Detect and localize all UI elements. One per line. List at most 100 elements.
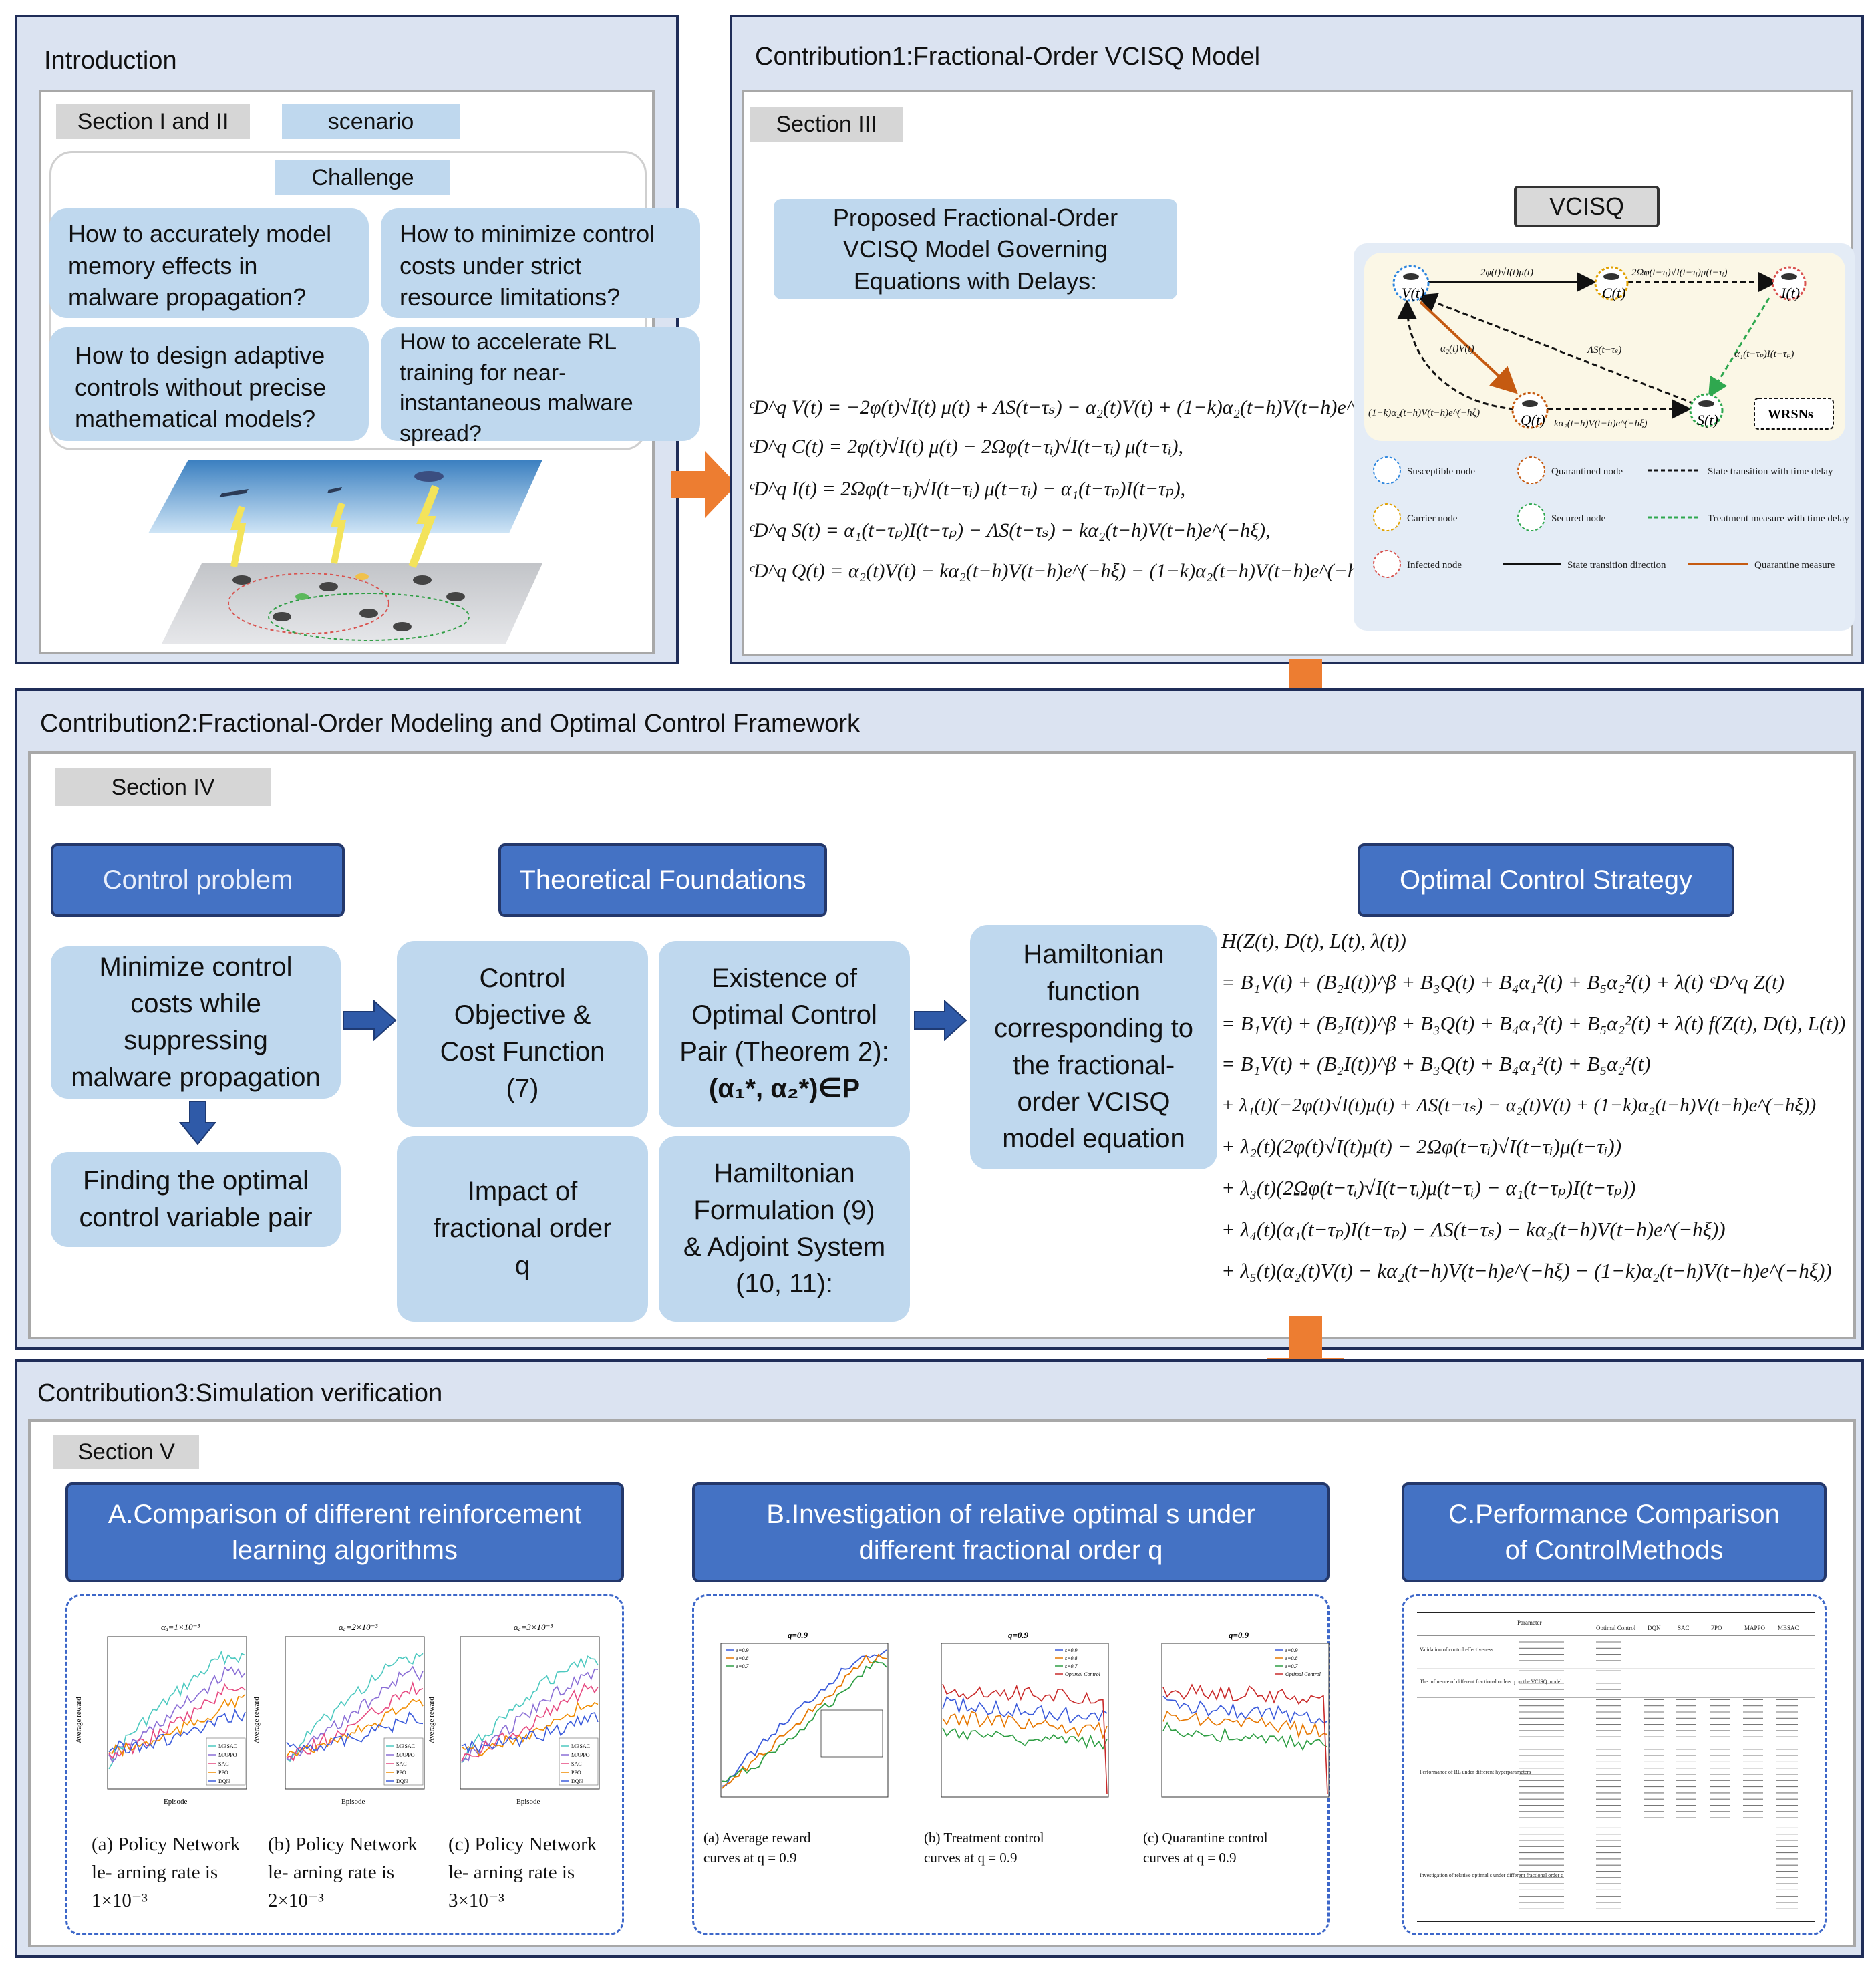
th-mappo: MAPPO — [1744, 1625, 1766, 1631]
frac-legend-2-1: s=0.9 — [1065, 1647, 1078, 1653]
control-problem-header: Control problem — [51, 843, 345, 917]
intro-inner: Section I and II scenario Challenge How … — [39, 90, 700, 654]
frac-control-3-1 — [1162, 1695, 1328, 1724]
node-I-label: I(t) — [1780, 285, 1800, 301]
comparison-table: Parameter Optimal Control DQN SAC PPO MA… — [1417, 1612, 1815, 1922]
rl-legend-1-5: DQN — [218, 1778, 230, 1784]
legend-susceptible: Susceptible node — [1407, 466, 1475, 477]
rl-legend-2-4: PPO — [396, 1770, 406, 1776]
header-rl-comparison: A.Comparison of different reinforcement … — [65, 1482, 624, 1582]
minimize-costs-box: Minimize control costs while suppressing… — [51, 946, 341, 1099]
edge-label-VC: 2φ(t)√I(t)μ(t) — [1480, 267, 1533, 278]
frac-control-2-4 — [942, 1683, 1108, 1795]
rl-series-3-2 — [461, 1668, 599, 1763]
fractional-order-impact-box: Impact of fractional order q — [397, 1136, 648, 1322]
frac-plot-1: q=0.9s=0.9s=0.8s=0.7 — [720, 1630, 889, 1798]
frac-legend-2-2: s=0.8 — [1065, 1655, 1078, 1661]
edge-label-SV: ΛS(t−τₛ) — [1586, 345, 1621, 356]
rl-plot-ylabel-3: Average reward — [428, 1697, 436, 1743]
eq-C: ᶜD^q C(t) = 2φ(t)√I(t) μ(t) − 2Ωφ(t−τᵢ)√… — [748, 436, 1184, 458]
frac-legend-2-4: Optimal Control — [1065, 1671, 1101, 1677]
control-pair-set: (α₁*, α₂*)∈P — [708, 1074, 861, 1104]
frac-legend-3-4: Optimal Control — [1285, 1671, 1321, 1677]
legend-delay-transition: State transition with time delay — [1708, 466, 1833, 477]
legend-treatment: Treatment measure with time delay — [1708, 513, 1849, 524]
existence-text: Existence of Optimal Control Pair (Theor… — [679, 963, 889, 1067]
header-fractional-order: B.Investigation of relative optimal s un… — [692, 1482, 1330, 1582]
rl-series-1-1 — [108, 1650, 246, 1770]
vcisq-tag: VCISQ — [1514, 186, 1660, 227]
hamiltonian-formulation-box: Hamiltonian Formulation (9) & Adjoint Sy… — [659, 1136, 910, 1322]
rl-legend-1-3: SAC — [218, 1761, 229, 1767]
eq-Q: ᶜD^q Q(t) = α₂(t)V(t) − kα₂(t−h)V(t−h)e^… — [748, 560, 1378, 582]
node-Q-label: Q(t) — [1521, 412, 1545, 428]
node-V: V(t) — [1392, 265, 1430, 302]
node-C-label: C(t) — [1602, 285, 1625, 301]
rl-plot-xlabel-1: Episode — [164, 1798, 188, 1806]
frac-reward-1 — [722, 1649, 887, 1787]
c2-title: Contribution2:Fractional-Order Modeling … — [40, 710, 861, 738]
legend-carrier: Carrier node — [1407, 513, 1458, 524]
th-mbsac: MBSAC — [1778, 1625, 1799, 1631]
edge-label-VQ: α₂(t)V(t) — [1440, 343, 1474, 354]
frac-control-2-3 — [942, 1727, 1108, 1750]
rl-legend-3-1: MBSAC — [571, 1743, 590, 1749]
rl-series-3-5 — [461, 1712, 599, 1754]
rl-series-1-4 — [108, 1693, 246, 1757]
caption-a1: (a) Policy Network le- arning rate is 1×… — [92, 1834, 241, 1912]
vcisq-legend: Susceptible node Quarantined node State … — [1373, 456, 1849, 578]
frac-inset — [820, 1709, 883, 1758]
rl-plot-title-2: αₐ=2×10⁻³ — [339, 1622, 379, 1632]
scenario-illustration — [148, 460, 542, 644]
sensor-node-icons — [232, 573, 465, 631]
edge-label-IS: α₁(t−τₚ)I(t−τₚ) — [1734, 349, 1794, 360]
sky-plane — [148, 460, 542, 533]
caption-b3: (c) Quarantine control curves at q = 0.9 — [1143, 1830, 1268, 1866]
c1-inner: Section III Proposed Fractional-Order VC… — [742, 90, 1855, 656]
header-control-methods: C.Performance Comparison of ControlMetho… — [1402, 1482, 1827, 1582]
control-objective-box: Control Objective & Cost Function (7) — [397, 941, 648, 1127]
legend-direction: State transition direction — [1567, 560, 1666, 571]
edge-label-CI: 2Ωφ(t−τᵢ)√I(t−τᵢ)μ(t−τᵢ) — [1631, 267, 1727, 278]
rl-legend-2-5: DQN — [396, 1778, 408, 1784]
caption-b1: (a) Average reward curves at q = 0.9 — [704, 1830, 811, 1866]
ham-eq-2: = B₁V(t) + (B₂I(t))^β + B₃Q(t) + B₄α₁²(t… — [1221, 1012, 1846, 1035]
intro-panel: Introduction Section I and II scenario C… — [15, 15, 700, 664]
th-dqn: DQN — [1648, 1625, 1661, 1631]
tg-rl: Performance of RL under different hyperp… — [1420, 1769, 1531, 1775]
frac-control-2-2 — [942, 1711, 1108, 1740]
c3-section-tag: Section V — [53, 1435, 199, 1469]
frac-control-3-3 — [1162, 1721, 1328, 1751]
question-control-costs: How to minimize control costs under stri… — [381, 208, 700, 318]
question-rl-training: How to accelerate RL training for near-i… — [381, 327, 700, 446]
ham-eq-6: + λ₃(t)(2Ωφ(t−τᵢ)√I(t−τᵢ)μ(t−τᵢ) − α₁(t−… — [1221, 1176, 1636, 1200]
comparison-table-box: Parameter Optimal Control DQN SAC PPO MA… — [1402, 1594, 1827, 1935]
caption-b2: (b) Treatment control curves at q = 0.9 — [924, 1830, 1044, 1866]
rl-plot-ylabel-2: Average reward — [253, 1697, 261, 1743]
c2-inner: Section IV Control problem Theoretical F… — [28, 751, 1856, 1339]
frac-control-3-2 — [1162, 1710, 1328, 1739]
rl-series-3-4 — [461, 1701, 599, 1756]
c3-title: Contribution3:Simulation verification — [37, 1379, 443, 1407]
frac-plot-title-3: q=0.9 — [1229, 1630, 1249, 1640]
node-I: I(t) — [1772, 266, 1807, 301]
rl-legend-3-2: MAPPO — [571, 1752, 590, 1758]
optimal-control-header: Optimal Control Strategy — [1358, 843, 1734, 917]
rl-series-3-1 — [461, 1655, 599, 1764]
legend-secured: Secured node — [1551, 513, 1606, 524]
ham-eq-0: H(Z(t), D(t), L(t), λ(t)) — [1221, 929, 1406, 952]
c3-inner: Section V A.Comparison of different rein… — [28, 1419, 1856, 1947]
rl-legend-3-5: DQN — [571, 1778, 583, 1784]
rl-plot-xlabel-2: Episode — [341, 1798, 365, 1806]
frac-reward-2 — [722, 1653, 887, 1789]
rl-series-1-5 — [108, 1708, 246, 1754]
rl-legend-2-2: MAPPO — [396, 1752, 415, 1758]
hamiltonian-function-box: Hamiltonian function corresponding to th… — [970, 925, 1217, 1169]
challenge-tag: Challenge — [275, 160, 450, 195]
